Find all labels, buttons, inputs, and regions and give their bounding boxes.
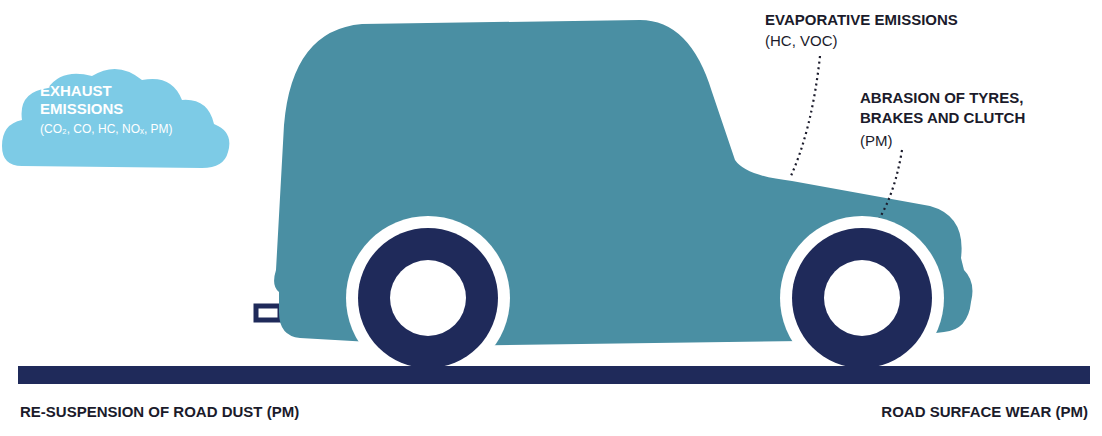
pollutant-list: (CO₂, CO, HC, NOₓ, PM) [40,122,220,137]
wheel-hub [390,260,466,336]
leader-line [790,56,820,178]
road-surface [18,366,1090,384]
wheel-arch [780,216,944,380]
emission-cloud: EXHAUST EMISSIONS (CO₂, CO, HC, NOₓ, PM) [0,62,236,170]
pollutant-list: (HC, VOC) [765,31,838,51]
road-label: ROAD SURFACE WEAR (PM) [881,402,1088,422]
pollutant-list: (PM) [860,131,893,151]
wheel-hub [824,260,900,336]
road-surface [18,366,1090,384]
emission-heading: EVAPORATIVE EMISSIONS [765,10,958,30]
wheel-arch [346,216,510,380]
rear-wheel [358,228,498,368]
road-label: RE-SUSPENSION OF ROAD DUST (PM) [20,402,299,422]
front-wheel [792,228,932,368]
cloud-shape [2,69,229,168]
emission-heading: ABRASION OF TYRES, BRAKES AND CLUTCH [860,88,1060,128]
exhaust-pipe [256,306,280,320]
cloud-heading: EXHAUST EMISSIONS [40,82,150,118]
